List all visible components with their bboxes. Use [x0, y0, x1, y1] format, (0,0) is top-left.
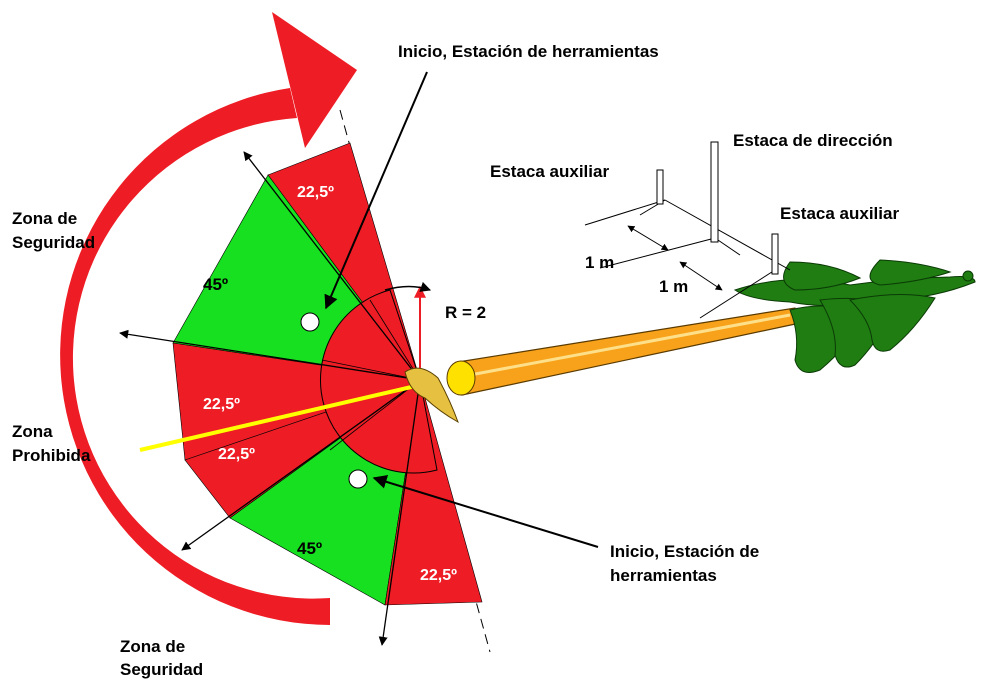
angle-bottom-red: 22,5º	[420, 567, 457, 584]
pointer-bottom	[372, 475, 599, 548]
radial-arrow-1	[243, 151, 421, 381]
tool-station-bottom	[348, 469, 368, 489]
angle-mid-red-upper: 22,5º	[203, 396, 240, 413]
stake-aux-left	[656, 169, 664, 205]
label-forbidden-1: Zona	[12, 422, 53, 441]
radial-arrow-2	[119, 329, 421, 381]
label-start-bottom-2: herramientas	[610, 566, 717, 585]
angle-top-red: 22,5º	[297, 184, 334, 201]
stake-direction	[710, 141, 719, 243]
label-stake-direction: Estaca de dirección	[733, 131, 893, 150]
label-safety-top-1: Zona de	[12, 209, 77, 228]
angle-bottom-green: 45º	[297, 539, 322, 558]
label-forbidden-2: Prohibida	[12, 446, 91, 465]
angle-mid-red-lower: 22,5º	[218, 446, 255, 463]
label-dist-2: 1 m	[659, 277, 688, 296]
label-radius: R = 2	[445, 303, 486, 322]
stump	[404, 367, 459, 424]
label-start-top: Inicio, Estación de herramientas	[398, 42, 659, 61]
trunk-end	[446, 360, 476, 396]
tool-station-top	[300, 312, 320, 332]
label-stake-aux-right: Estaca auxiliar	[780, 204, 899, 223]
label-start-bottom-1: Inicio, Estación de	[610, 542, 759, 561]
forbidden-direction-line	[139, 383, 421, 452]
radial-arrow-4	[378, 379, 421, 646]
radial-arrow-3	[181, 379, 421, 551]
radius-arc	[384, 281, 431, 292]
angle-top-green: 45º	[203, 275, 228, 294]
label-safety-top-2: Seguridad	[12, 233, 95, 252]
label-safety-bottom-1: Zona de	[120, 637, 185, 656]
stake-aux-right	[771, 233, 779, 275]
tree-crown	[733, 259, 976, 373]
label-dist-1: 1 m	[585, 253, 614, 272]
label-safety-bottom-2: Seguridad	[120, 660, 203, 679]
stakes-diagram	[584, 199, 791, 319]
tree-trunk	[457, 307, 801, 396]
label-stake-aux-left: Estaca auxiliar	[490, 162, 609, 181]
pointer-top	[324, 71, 428, 310]
sector-6	[384, 379, 483, 606]
rotation-arrow-head	[272, 12, 357, 148]
